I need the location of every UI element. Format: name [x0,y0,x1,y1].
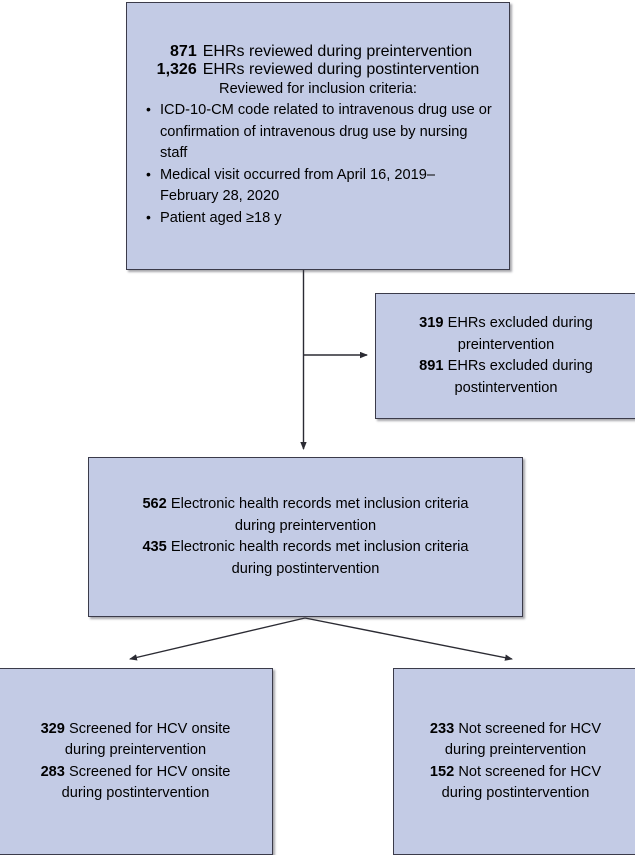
label-pre-reviewed: EHRs reviewed during preintervention [202,42,473,60]
label-post-met: Electronic health records met inclusion … [170,539,469,555]
not-screened-line-4: during postintervention [441,785,590,801]
label-pre-not-screened: Not screened for HCV [458,720,602,737]
label-pre-met: Electronic health records met inclusion … [170,496,469,512]
criteria-item-age: Patient aged ≥18 y [145,207,493,230]
screened-line-4: during postintervention [61,785,210,801]
count-pre-reviewed: 871 [170,42,197,60]
screened-line-3: 283 Screened for HCV onsite [11,762,260,784]
ehrs-reviewed-counts: 871 EHRs reviewed during preintervention… [139,43,497,79]
node-not-screened-for-hcv-body: 233 Not screened for HCV during preinter… [394,719,635,805]
met-line-2: during preintervention [234,517,377,534]
label-post-excluded: EHRs excluded during [447,358,593,374]
edge-met-to-not-screened [304,617,513,661]
count-pre-not-screened: 233 [429,720,455,737]
criteria-item-visit-window: Medical visit occurred from April 16, 20… [145,164,493,208]
count-post-not-screened: 152 [429,763,455,780]
not-screened-line-3: 152 Not screened for HCV [406,762,625,784]
node-screened-for-hcv: 329 Screened for HCV onsite during prein… [0,668,273,855]
excluded-line-4: postintervention [454,379,558,396]
inclusion-criteria-heading: Reviewed for inclusion criteria: [219,80,417,97]
label-post-not-screened: Not screened for HCV [458,763,602,780]
node-screened-for-hcv-body: 329 Screened for HCV onsite during prein… [0,719,272,805]
met-line-4: during postintervention [231,560,380,577]
label-post-reviewed: EHRs reviewed during postintervention [202,60,480,78]
excluded-line-1: 319 EHRs excluded during [388,313,624,335]
label-post-screened: Screened for HCV onsite [68,763,231,780]
node-ehrs-reviewed-body: 871 EHRs reviewed during preintervention… [127,43,509,230]
count-pre-excluded: 319 [419,315,444,331]
label-pre-screened: Screened for HCV onsite [68,720,231,737]
node-met-inclusion-criteria: 562 Electronic health records met inclus… [88,457,523,617]
node-not-screened-for-hcv: 233 Not screened for HCV during preinter… [393,668,635,855]
count-pre-met: 562 [142,496,167,512]
met-line-3: 435 Electronic health records met inclus… [101,537,510,559]
node-ehrs-reviewed: 871 EHRs reviewed during preintervention… [126,2,510,270]
met-line-1: 562 Electronic health records met inclus… [101,494,510,516]
screened-line-2: during preintervention [64,742,207,758]
excluded-line-3: 891 EHRs excluded during [388,356,624,378]
count-post-screened: 283 [40,763,65,780]
count-post-met: 435 [142,539,167,555]
node-ehrs-excluded-body: 319 EHRs excluded during preintervention… [376,313,635,399]
node-met-inclusion-criteria-body: 562 Electronic health records met inclus… [89,494,522,580]
count-pre-screened: 329 [40,720,65,737]
excluded-line-2: preintervention [457,336,555,353]
not-screened-line-2: during preintervention [444,742,587,758]
node-ehrs-excluded: 319 EHRs excluded during preintervention… [375,293,635,419]
screened-line-1: 329 Screened for HCV onsite [11,719,260,741]
not-screened-line-1: 233 Not screened for HCV [406,719,625,741]
inclusion-criteria-list: ICD-10-CM code related to intravenous dr… [139,99,497,230]
criteria-item-icd-code: ICD-10-CM code related to intravenous dr… [145,99,493,165]
label-pre-excluded: EHRs excluded during [447,315,593,331]
edge-met-to-screened [129,617,306,661]
count-post-excluded: 891 [419,358,444,374]
count-post-reviewed: 1,326 [156,60,197,78]
